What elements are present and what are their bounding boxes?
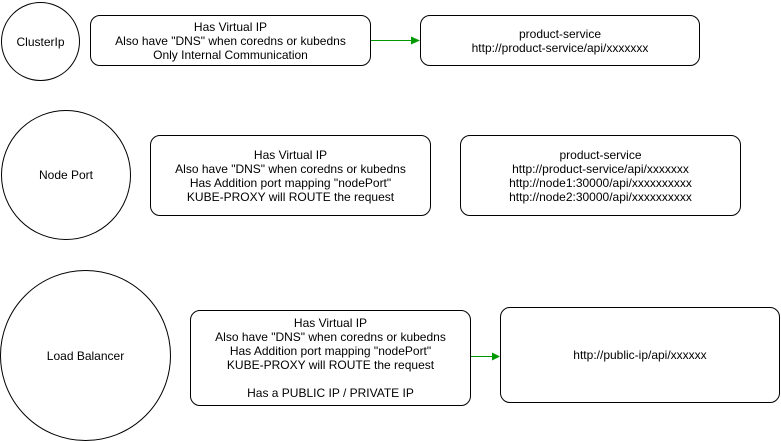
clusterip-feature-line: Has Virtual IP [193,19,268,34]
clusterip-features-box: Has Virtual IP Also have "DNS" when core… [90,15,371,66]
loadbalancer-endpoint-box: http://public-ip/api/xxxxxx [500,307,780,403]
nodeport-features-box: Has Virtual IP Also have "DNS" when core… [150,135,431,216]
nodeport-feature-line: Has Addition port mapping "nodePort" [189,175,392,190]
loadbalancer-node: Load Balancer [0,270,171,441]
nodeport-feature-line: Has Virtual IP [253,147,328,162]
nodeport-feature-line: Also have "DNS" when coredns or kubedns [175,161,406,176]
nodeport-endpoint-line: http://node2:30000/api/xxxxxxxxxx [509,189,692,204]
clusterip-label: ClusterIp [16,34,65,49]
nodeport-endpoint-box: product-service http://product-service/a… [460,135,741,216]
loadbalancer-feature-line: Also have "DNS" when coredns or kubedns [215,330,446,344]
loadbalancer-feature-line: Has Addition port mapping "nodePort" [229,344,432,358]
clusterip-connector-arrow [371,36,420,45]
nodeport-feature-line: KUBE-PROXY will ROUTE the request [186,189,395,204]
loadbalancer-label: Load Balancer [46,348,125,363]
nodeport-endpoint-line: http://node1:30000/api/xxxxxxxxxx [509,175,692,190]
clusterip-endpoint-line: product-service [518,26,602,41]
loadbalancer-feature-line: Has Virtual IP [293,316,368,330]
clusterip-node: ClusterIp [1,2,80,81]
clusterip-feature-line: Only Internal Communication [153,47,308,62]
clusterip-feature-line: Also have "DNS" when coredns or kubedns [115,33,346,48]
nodeport-endpoint-line: http://product-service/api/xxxxxxx [512,161,689,176]
loadbalancer-feature-line: Has a PUBLIC IP / PRIVATE IP [247,386,414,400]
loadbalancer-endpoint-line: http://public-ip/api/xxxxxx [573,348,707,362]
loadbalancer-feature-line: KUBE-PROXY will ROUTE the request [226,358,435,372]
loadbalancer-connector-arrow [471,352,500,361]
clusterip-endpoint-box: product-service http://product-service/a… [420,15,700,66]
nodeport-node: Node Port [1,110,131,240]
nodeport-label: Node Port [38,168,94,182]
nodeport-endpoint-line: product-service [559,147,642,162]
loadbalancer-features-box: Has Virtual IP Also have "DNS" when core… [190,310,471,406]
clusterip-endpoint-line: http://product-service/api/xxxxxxx [471,40,649,55]
